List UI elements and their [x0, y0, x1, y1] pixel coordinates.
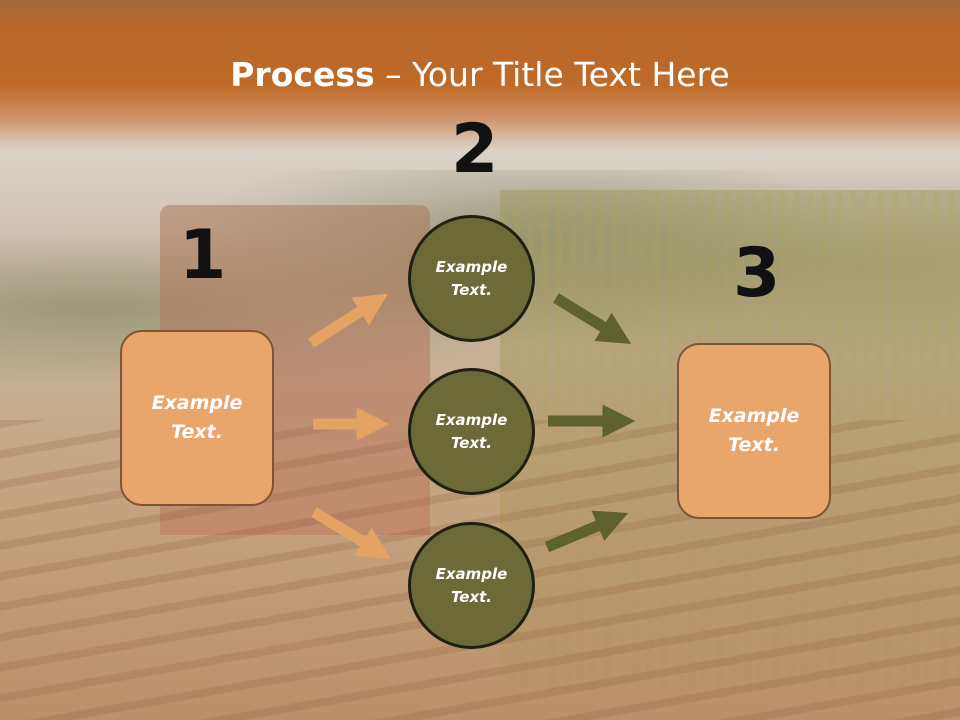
step-3-box[interactable]: Example Text.	[677, 343, 831, 519]
step-1-line1: Example	[151, 392, 243, 414]
step-3-line2: Text.	[728, 434, 780, 456]
step-3-text: Example Text.	[709, 402, 800, 460]
circle-2-line1: Example	[435, 410, 508, 429]
title-bold: Process	[230, 55, 375, 94]
step-1-box[interactable]: Example Text.	[120, 330, 274, 506]
circle-2[interactable]: Example Text.	[408, 368, 535, 495]
circle-1-line1: Example	[435, 257, 508, 276]
step-1-line2: Text.	[171, 421, 223, 443]
title-band	[0, 0, 960, 150]
circle-3-line1: Example	[435, 564, 508, 583]
step-3-line1: Example	[708, 405, 800, 427]
circle-2-text: Example Text.	[436, 409, 508, 455]
step-number-1: 1	[179, 216, 227, 295]
arrow-circle1-to-box3	[553, 293, 632, 345]
arrow-box1-to-circle3	[311, 507, 392, 560]
arrow-circle3-to-box3	[544, 510, 629, 553]
circle-3[interactable]: Example Text.	[408, 522, 535, 649]
step-1-text: Example Text.	[152, 389, 243, 447]
circle-2-line2: Text.	[450, 433, 492, 452]
step-number-3: 3	[733, 234, 781, 313]
circle-1-line2: Text.	[450, 280, 492, 299]
circle-3-text: Example Text.	[436, 563, 508, 609]
step-number-2: 2	[451, 110, 499, 189]
circle-1-text: Example Text.	[436, 256, 508, 302]
title-rest: – Your Title Text Here	[374, 55, 730, 94]
arrow-box1-to-circle1	[308, 293, 388, 348]
circle-1[interactable]: Example Text.	[408, 215, 535, 342]
slide-title: Process – Your Title Text Here	[0, 55, 960, 94]
circle-3-line2: Text.	[450, 587, 492, 606]
